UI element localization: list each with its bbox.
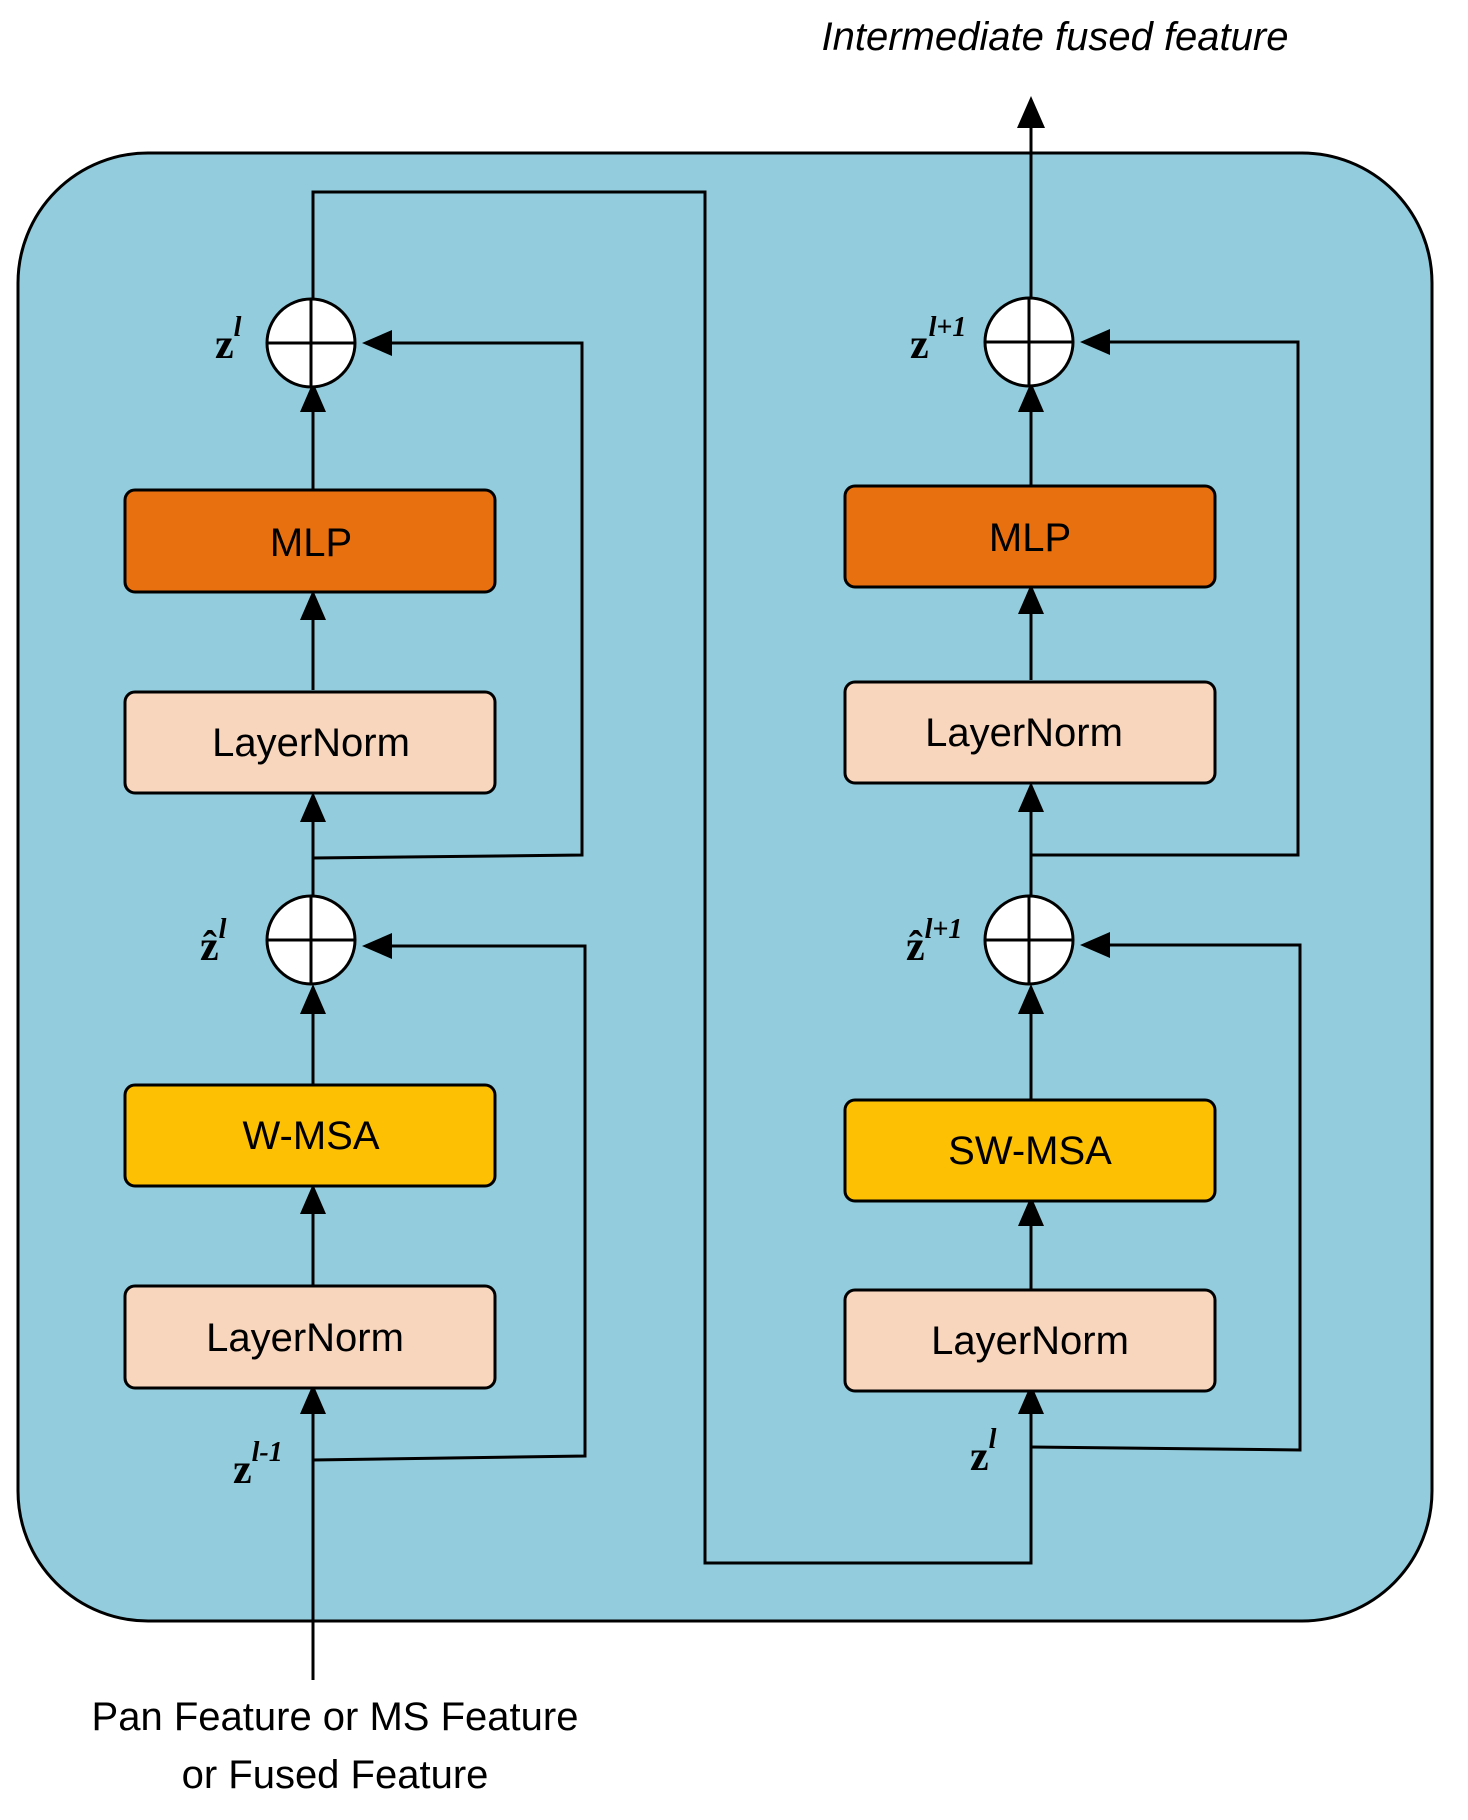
arrowhead [1018,584,1044,614]
arrowhead [300,792,326,822]
left-upper-adder [265,297,357,389]
right-zhat-label: ẑl+1 [906,914,962,970]
arrowhead [1080,329,1110,355]
right-skip-upper [1031,340,1300,857]
right-layernorm-bottom-label: LayerNorm [931,1319,1129,1363]
left-layernorm-bottom-box [123,1284,497,1390]
arrowhead [362,330,392,356]
right-swmsa-label: SW-MSA [948,1129,1112,1173]
input-label-line1: Pan Feature or MS Feature [92,1695,579,1739]
right-mlp-label: MLP [989,516,1071,560]
left-layernorm-top-label: LayerNorm [212,721,410,765]
input-label-line2: or Fused Feature [182,1753,489,1797]
right-z-top-label: zl+1 [910,312,966,368]
left-mlp-box [123,488,497,594]
left-mlp-label: MLP [270,521,352,565]
left-skip-lower [312,944,587,1462]
arrowhead [300,382,326,412]
arrowhead [300,1384,326,1414]
right-lower-adder [983,894,1075,986]
arrowhead [1017,96,1045,128]
right-layernorm-top-label: LayerNorm [925,711,1123,755]
arrowhead [1018,1384,1044,1414]
right-layernorm-top-box [843,680,1217,785]
right-z-in-label: zl [970,1424,997,1480]
left-z-in-label: zl-1 [233,1437,283,1493]
arrowhead [1018,984,1044,1014]
left-layernorm-bottom-label: LayerNorm [206,1316,404,1360]
arrowhead [300,1184,326,1214]
left-zhat-label: ẑl [200,914,227,970]
arrowhead [1080,932,1110,958]
left-to-right-connector [311,190,1033,1565]
right-layernorm-bottom-box [843,1288,1217,1393]
right-upper-adder [983,296,1075,388]
right-mlp-box [843,484,1217,589]
arrowhead [1018,382,1044,412]
left-wmsa-box [123,1083,497,1188]
arrowhead [1018,1196,1044,1226]
left-layernorm-top-box [123,690,497,795]
left-z-top-label: zl [215,312,242,368]
arrowhead [1018,782,1044,812]
left-skip-upper [312,341,584,860]
left-wmsa-label: W-MSA [242,1114,379,1158]
output-label: Intermediate fused feature [822,15,1289,59]
arrowhead [300,984,326,1014]
left-lower-adder [265,894,357,986]
arrowhead [362,933,392,959]
container-panel [16,151,1434,1623]
right-skip-lower [1030,943,1302,1452]
right-swmsa-box [843,1098,1217,1203]
arrowhead [300,590,326,620]
